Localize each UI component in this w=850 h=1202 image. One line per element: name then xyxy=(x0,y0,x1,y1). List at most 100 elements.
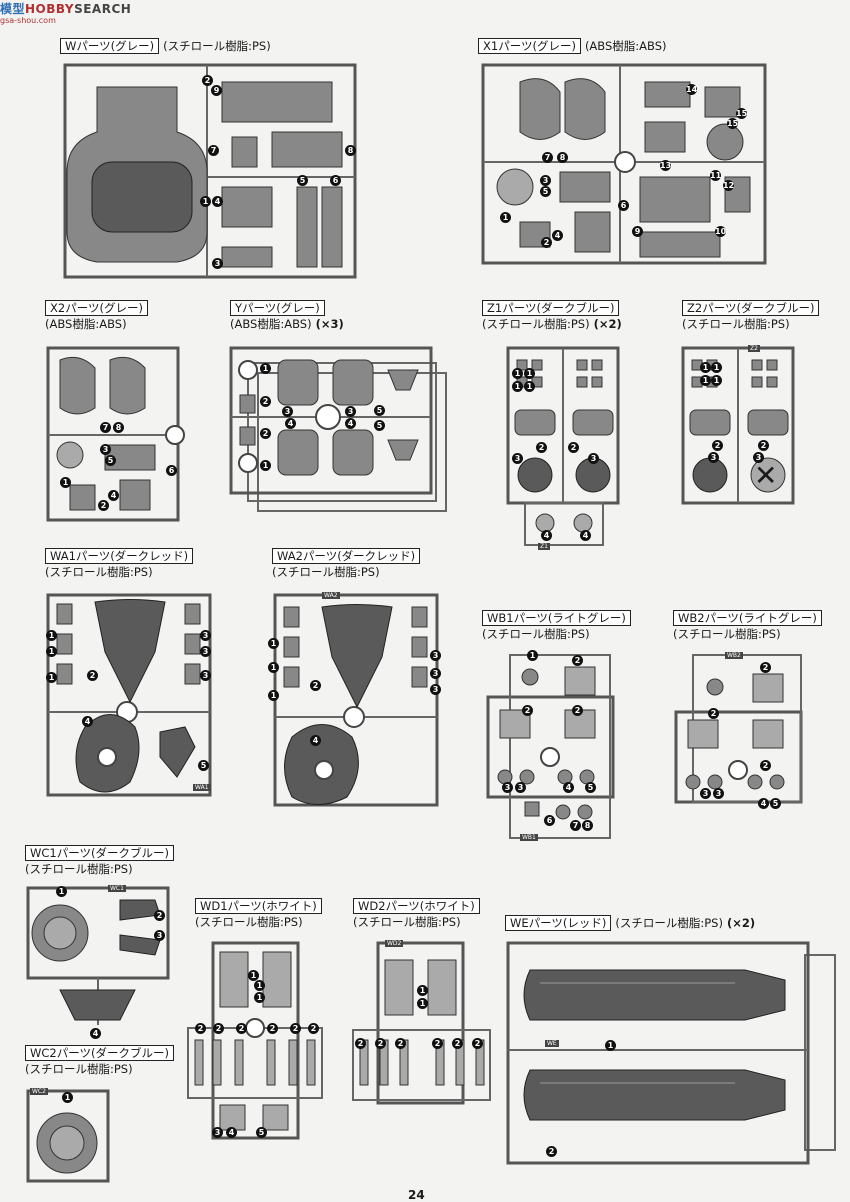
part-number-marker: 6 xyxy=(544,815,555,826)
part-number-marker: 1 xyxy=(46,672,57,683)
part-number-marker: 3 xyxy=(430,668,441,679)
runner-we-material: (スチロール樹脂:PS) xyxy=(615,916,723,930)
runner-z2-label: Z2パーツ(ダークブルー) (スチロール樹脂:PS) xyxy=(682,300,820,332)
part-number-marker: 1 xyxy=(711,375,722,386)
runner-z1-tag: Z1 xyxy=(538,543,550,550)
runner-z2-diagram xyxy=(681,346,795,505)
part-number-marker: 1 xyxy=(417,985,428,996)
part-number-marker: 5 xyxy=(540,186,551,197)
part-number-marker: 5 xyxy=(770,798,781,809)
runner-wd1-diagram xyxy=(187,941,323,1140)
part-number-marker: 1 xyxy=(62,1092,73,1103)
part-number-marker: 2 xyxy=(267,1023,278,1034)
runner-wc1-material: (スチロール樹脂:PS) xyxy=(25,862,133,876)
unusable-cross-icon: ✕ xyxy=(754,459,778,492)
part-number-marker: 5 xyxy=(374,420,385,431)
part-number-marker: 5 xyxy=(374,405,385,416)
part-number-marker: 2 xyxy=(536,442,547,453)
part-number-marker: 11 xyxy=(710,170,722,181)
part-number-marker: 2 xyxy=(375,1038,386,1049)
part-number-marker: 2 xyxy=(260,428,271,439)
part-number-marker: 2 xyxy=(472,1038,483,1049)
part-number-marker: 9 xyxy=(632,226,643,237)
part-number-marker: 3 xyxy=(282,406,293,417)
part-number-marker: 12 xyxy=(723,180,735,191)
runner-x2-name: X2パーツ(グレー) xyxy=(45,300,148,316)
runner-y-material-line: (ABS樹脂:ABS)(×3) xyxy=(230,316,344,332)
part-number-marker: 8 xyxy=(582,820,593,831)
runner-y-name: Yパーツ(グレー) xyxy=(230,300,325,316)
part-number-marker: 3 xyxy=(154,930,165,941)
part-number-marker: 15 xyxy=(727,118,739,129)
part-number-marker: 2 xyxy=(213,1023,224,1034)
part-number-marker: 2 xyxy=(98,500,109,511)
part-number-marker: 13 xyxy=(660,160,672,171)
part-number-marker: 4 xyxy=(541,530,552,541)
part-number-marker: 2 xyxy=(572,705,583,716)
runner-wb2-material: (スチロール樹脂:PS) xyxy=(673,627,781,641)
runner-z1-material: (スチロール樹脂:PS) xyxy=(482,317,590,331)
runner-wd2-label: WD2パーツ(ホワイト) (スチロール樹脂:PS) xyxy=(353,898,480,930)
part-number-marker: 1 xyxy=(260,460,271,471)
runner-wd2-tag: WD2 xyxy=(385,940,404,947)
runner-z2-name: Z2パーツ(ダークブルー) xyxy=(682,300,820,316)
part-number-marker: 1 xyxy=(46,630,57,641)
part-number-marker: 3 xyxy=(430,650,441,661)
runner-wb2-name: WB2パーツ(ライトグレー) xyxy=(673,610,822,626)
part-number-marker: 2 xyxy=(355,1038,366,1049)
part-number-marker: 5 xyxy=(256,1127,267,1138)
part-number-marker: 2 xyxy=(154,910,165,921)
part-number-marker: 2 xyxy=(290,1023,301,1034)
runner-x1-name: X1パーツ(グレー) xyxy=(478,38,581,54)
part-number-marker: 1 xyxy=(254,992,265,1003)
runner-we-label: WEパーツ(レッド)(スチロール樹脂:PS)(×2) xyxy=(505,915,755,931)
part-number-marker: 4 xyxy=(552,230,563,241)
runner-wb1-name: WB1パーツ(ライトグレー) xyxy=(482,610,631,626)
part-number-marker: 1 xyxy=(268,662,279,673)
part-number-marker: 7 xyxy=(570,820,581,831)
runner-w-material: (スチロール樹脂:PS) xyxy=(163,39,271,53)
runner-wb2-diagram xyxy=(674,654,803,804)
runner-wb1-tag: WB1 xyxy=(520,834,538,841)
part-number-marker: 1 xyxy=(711,362,722,373)
part-number-marker: 4 xyxy=(82,716,93,727)
part-number-marker: 2 xyxy=(712,440,723,451)
part-number-marker: 5 xyxy=(105,455,116,466)
part-number-marker: 1 xyxy=(200,196,211,207)
runner-z1-material-line: (スチロール樹脂:PS)(×2) xyxy=(482,316,622,332)
runner-x1-diagram xyxy=(481,63,767,265)
part-number-marker: 2 xyxy=(568,442,579,453)
runner-wc1-name: WC1パーツ(ダークブルー) xyxy=(25,845,174,861)
part-number-marker: 14 xyxy=(686,84,698,95)
part-number-marker: 2 xyxy=(87,670,98,681)
page-number: 24 xyxy=(408,1188,425,1202)
runner-wc2-tag: WC2 xyxy=(30,1088,48,1095)
part-number-marker: 15 xyxy=(736,108,748,119)
part-number-marker: 1 xyxy=(60,477,71,488)
part-number-marker: 8 xyxy=(557,152,568,163)
part-number-marker: 8 xyxy=(113,422,124,433)
part-number-marker: 9 xyxy=(211,85,222,96)
part-number-marker: 4 xyxy=(285,418,296,429)
part-number-marker: 2 xyxy=(522,705,533,716)
runner-wc2-label: WC2パーツ(ダークブルー) (スチロール樹脂:PS) xyxy=(25,1045,174,1077)
part-number-marker: 1 xyxy=(417,998,428,1009)
part-number-marker: 2 xyxy=(760,662,771,673)
runner-we-diagram xyxy=(506,941,836,1165)
watermark-part2: HOBBY xyxy=(25,2,75,16)
runner-wa2-diagram xyxy=(273,593,439,807)
part-number-marker: 1 xyxy=(500,212,511,223)
runner-wd1-material: (スチロール樹脂:PS) xyxy=(195,915,303,929)
runner-wb1-material: (スチロール樹脂:PS) xyxy=(482,627,590,641)
part-number-marker: 2 xyxy=(432,1038,443,1049)
part-number-marker: 3 xyxy=(200,630,211,641)
part-number-marker: 4 xyxy=(310,735,321,746)
watermark-url: gsa-shou.com xyxy=(0,16,56,25)
part-number-marker: 7 xyxy=(542,152,553,163)
part-number-marker: 3 xyxy=(430,684,441,695)
runner-wa1-label: WA1パーツ(ダークレッド) (スチロール樹脂:PS) xyxy=(45,548,194,580)
runner-y-diagram xyxy=(229,346,447,512)
part-number-marker: 5 xyxy=(297,175,308,186)
part-number-marker: 7 xyxy=(208,145,219,156)
part-number-marker: 3 xyxy=(212,258,223,269)
